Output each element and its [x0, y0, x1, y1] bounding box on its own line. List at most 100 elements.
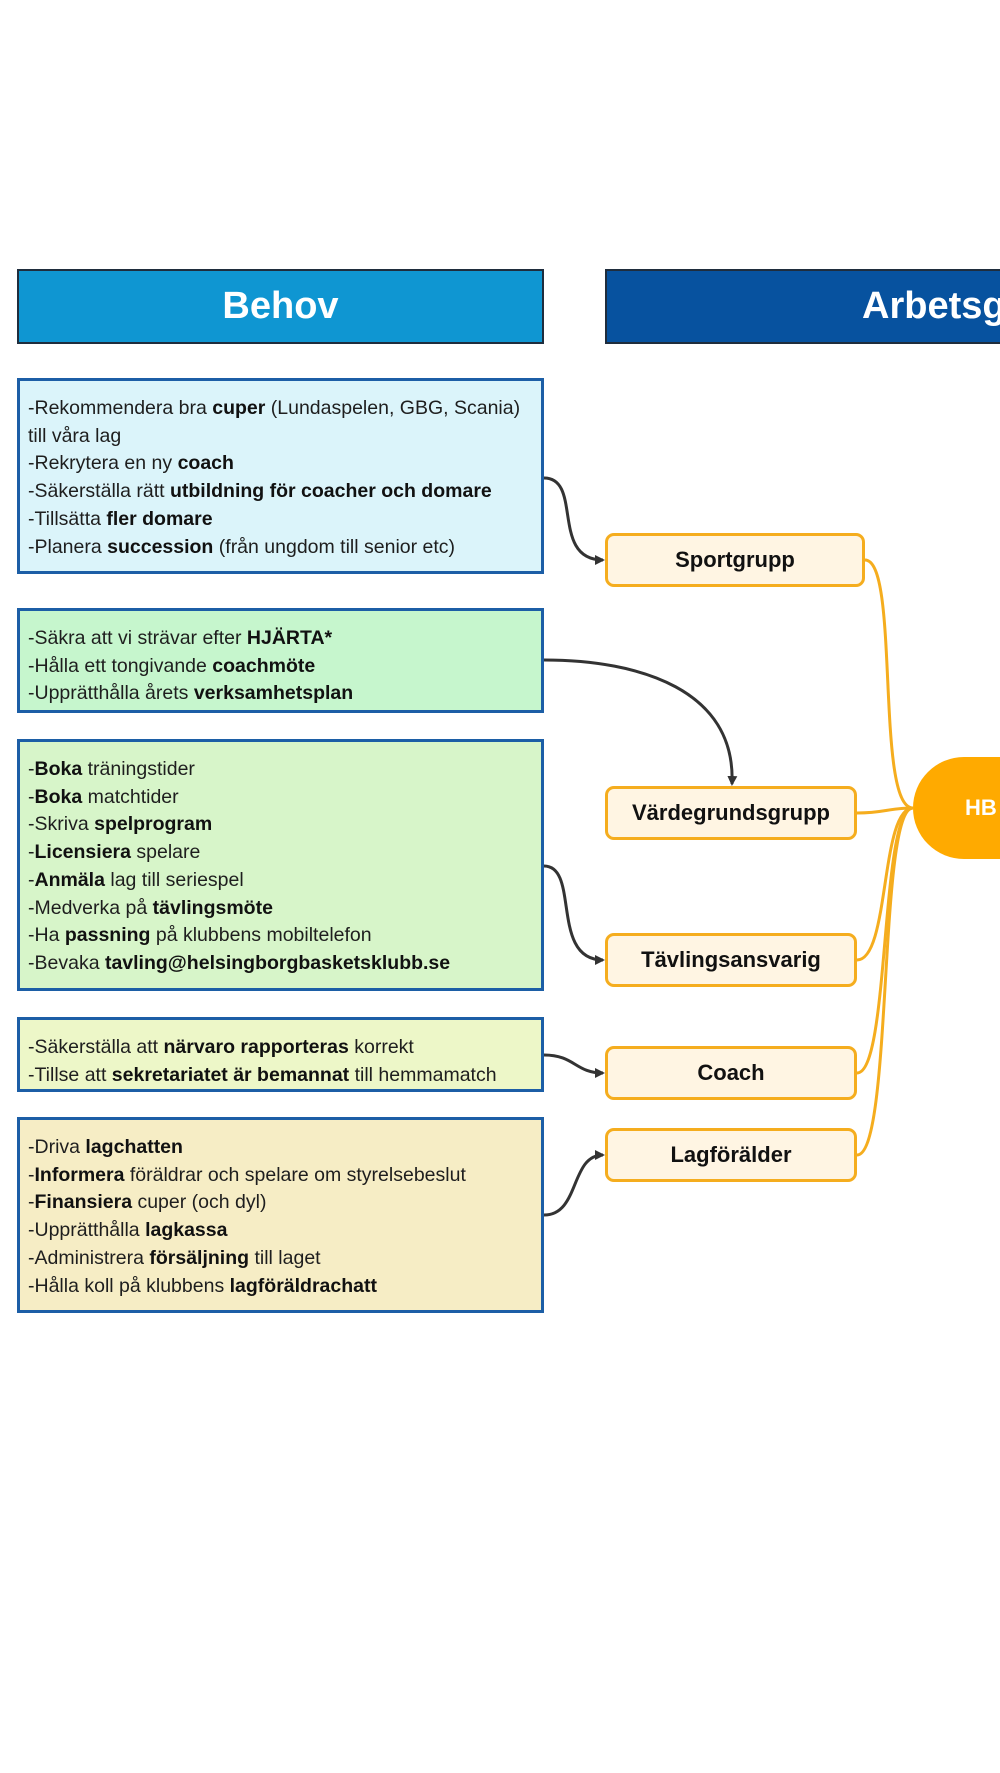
need-text: -Planera	[28, 535, 108, 558]
hub-link-sportgrupp	[864, 558, 914, 810]
need-line: -Rekrytera en ny coach	[28, 450, 533, 478]
need-keyword: succession	[107, 535, 214, 558]
need-text: cuper (och dyl)	[132, 1191, 267, 1214]
need-text: lag till seriespel	[104, 868, 244, 891]
need-line: -Driva lagchatten	[28, 1134, 533, 1162]
need-box-values: -Säkra att vi strävar efter HJÄRTA* -Håll…	[17, 608, 544, 713]
need-text: -Medverka på	[28, 896, 153, 919]
arrow-behov5-to-lagforalder	[543, 1150, 605, 1217]
need-text: till laget	[249, 1246, 321, 1269]
need-keyword: cuper	[212, 397, 266, 419]
role-label: Värdegrundsgrupp	[631, 800, 830, 825]
need-box-sport: -Rekommendera bra cuper (Lundaspelen, GB…	[17, 378, 544, 574]
need-text: träningstider	[82, 758, 195, 780]
hub-node: HB	[913, 757, 1000, 859]
need-line: -Hålla koll på klubbens lagföräldrachatt	[28, 1273, 533, 1301]
need-keyword: lagkassa	[145, 1219, 228, 1242]
need-keyword: verksamhetsplan	[193, 682, 354, 705]
need-line: -Säkerställa rätt utbildning för coacher…	[28, 478, 533, 506]
need-keyword: fler domare	[106, 507, 213, 530]
need-text: -Säkerställa rätt	[28, 480, 170, 503]
need-box-team-parent: -Driva lagchatten-Informera föräldrar oc…	[17, 1117, 544, 1313]
need-keyword: Informera	[34, 1163, 125, 1186]
need-keyword: utbildning för coacher och domare	[169, 480, 492, 503]
need-text: -	[28, 1163, 35, 1186]
need-keyword: tavling@helsingborgbasketsklubb.se	[104, 951, 451, 974]
need-text: -	[28, 841, 35, 864]
need-keyword: coach	[177, 452, 234, 475]
need-text: -Upprätthålla	[28, 1219, 146, 1242]
need-text: korrekt	[348, 1036, 414, 1058]
need-line: -Licensiera spelare	[28, 839, 533, 867]
need-keyword: Boka	[34, 785, 83, 808]
need-keyword: sekretariatet är bemannat	[111, 1063, 350, 1086]
need-text: -Säkerställa att	[28, 1036, 164, 1058]
need-keyword: spelprogram	[94, 813, 213, 836]
need-text: -Ha	[28, 924, 65, 947]
behov-header-title: Behov	[222, 285, 339, 327]
need-text: (från ungdom till senior etc)	[213, 535, 456, 558]
behov-header: Behov	[17, 269, 544, 344]
need-box-coach: -Säkerställa att närvaro rapporteras kor…	[17, 1017, 544, 1092]
arbetsgrupper-header-title: Arbetsg	[862, 285, 1000, 327]
need-line: -Rekommendera bra cuper (Lundaspelen, GB…	[28, 395, 533, 423]
need-text: -Skriva	[28, 813, 95, 836]
arrow-behov1-to-sportgrupp	[543, 476, 605, 565]
need-keyword: lagföräldrachatt	[229, 1274, 377, 1297]
need-text: till våra lag	[28, 424, 122, 447]
need-text: på klubbens mobiltelefon	[150, 924, 372, 947]
need-line: -Informera föräldrar och spelare om styr…	[28, 1162, 533, 1190]
need-text: (Lundaspelen, GBG, Scania)	[265, 397, 521, 419]
role-node-sportgrupp: Sportgrupp	[605, 533, 865, 587]
need-line: -Medverka på tävlingsmöte	[28, 895, 533, 923]
need-line: -Skriva spelprogram	[28, 811, 533, 839]
arrow-behov2-to-vardegrundsgrupp	[543, 658, 738, 786]
need-line: -Boka träningstider	[28, 756, 533, 784]
role-label: Lagförälder	[670, 1142, 792, 1167]
need-keyword: Boka	[34, 758, 83, 780]
need-text: -Säkra att vi strävar efter	[28, 627, 247, 649]
need-keyword: HJÄRTA*	[246, 627, 333, 649]
hub-label: HB	[965, 795, 997, 820]
need-keyword: lagchatten	[85, 1136, 183, 1158]
need-line: -Tillsätta fler domare	[28, 506, 533, 534]
need-line: -Boka matchtider	[28, 784, 533, 812]
need-keyword: coachmöte	[212, 654, 316, 677]
need-text: föräldrar och spelare om styrelsebeslut	[124, 1163, 466, 1186]
hub-link-coach	[856, 806, 914, 1075]
need-line: -Planera succession (från ungdom till se…	[28, 534, 533, 562]
role-node-tavlingsansvarig: Tävlingsansvarig	[605, 933, 857, 987]
need-text: -Rekommendera bra	[28, 397, 213, 419]
need-line: -Hålla ett tongivande coachmöte	[28, 653, 533, 681]
need-line: -Anmäla lag till seriespel	[28, 867, 533, 895]
hub-link-tavlingsansvarig	[856, 806, 914, 962]
need-text: -Bevaka	[28, 951, 105, 974]
need-keyword: tävlingsmöte	[152, 896, 273, 919]
role-label: Sportgrupp	[675, 547, 795, 572]
role-node-vardegrundsgrupp: Värdegrundsgrupp	[605, 786, 857, 840]
need-line: -Upprätthålla årets verksamhetsplan	[28, 680, 533, 708]
need-line: -Finansiera cuper (och dyl)	[28, 1189, 533, 1217]
need-line: -Upprätthålla lagkassa	[28, 1217, 533, 1245]
need-text: -Tillsätta	[28, 507, 107, 530]
need-text: -Hålla ett tongivande	[28, 654, 213, 677]
role-label: Tävlingsansvarig	[641, 947, 821, 972]
need-text: matchtider	[82, 785, 179, 808]
need-line: -Bevaka tavling@helsingborgbasketsklubb.…	[28, 950, 533, 978]
need-line: -Ha passning på klubbens mobiltelefon	[28, 922, 533, 950]
role-node-coach: Coach	[605, 1046, 857, 1100]
need-text: -	[28, 758, 35, 780]
need-keyword: försäljning	[149, 1246, 250, 1269]
need-text: -Tillse att	[28, 1063, 112, 1086]
arbetsgrupper-header: Arbetsg	[605, 269, 1000, 344]
need-keyword: Finansiera	[34, 1191, 133, 1214]
need-text: -	[28, 1191, 35, 1214]
hub-link-lagforalder	[856, 806, 914, 1157]
need-text: spelare	[130, 841, 201, 864]
role-label: Coach	[697, 1060, 765, 1085]
need-line: -Administrera försäljning till laget	[28, 1245, 533, 1273]
need-line: -Tillse att sekretariatet är bemannat ti…	[28, 1062, 533, 1090]
need-line: -Säkerställa att närvaro rapporteras kor…	[28, 1034, 533, 1062]
need-text: -	[28, 785, 35, 808]
